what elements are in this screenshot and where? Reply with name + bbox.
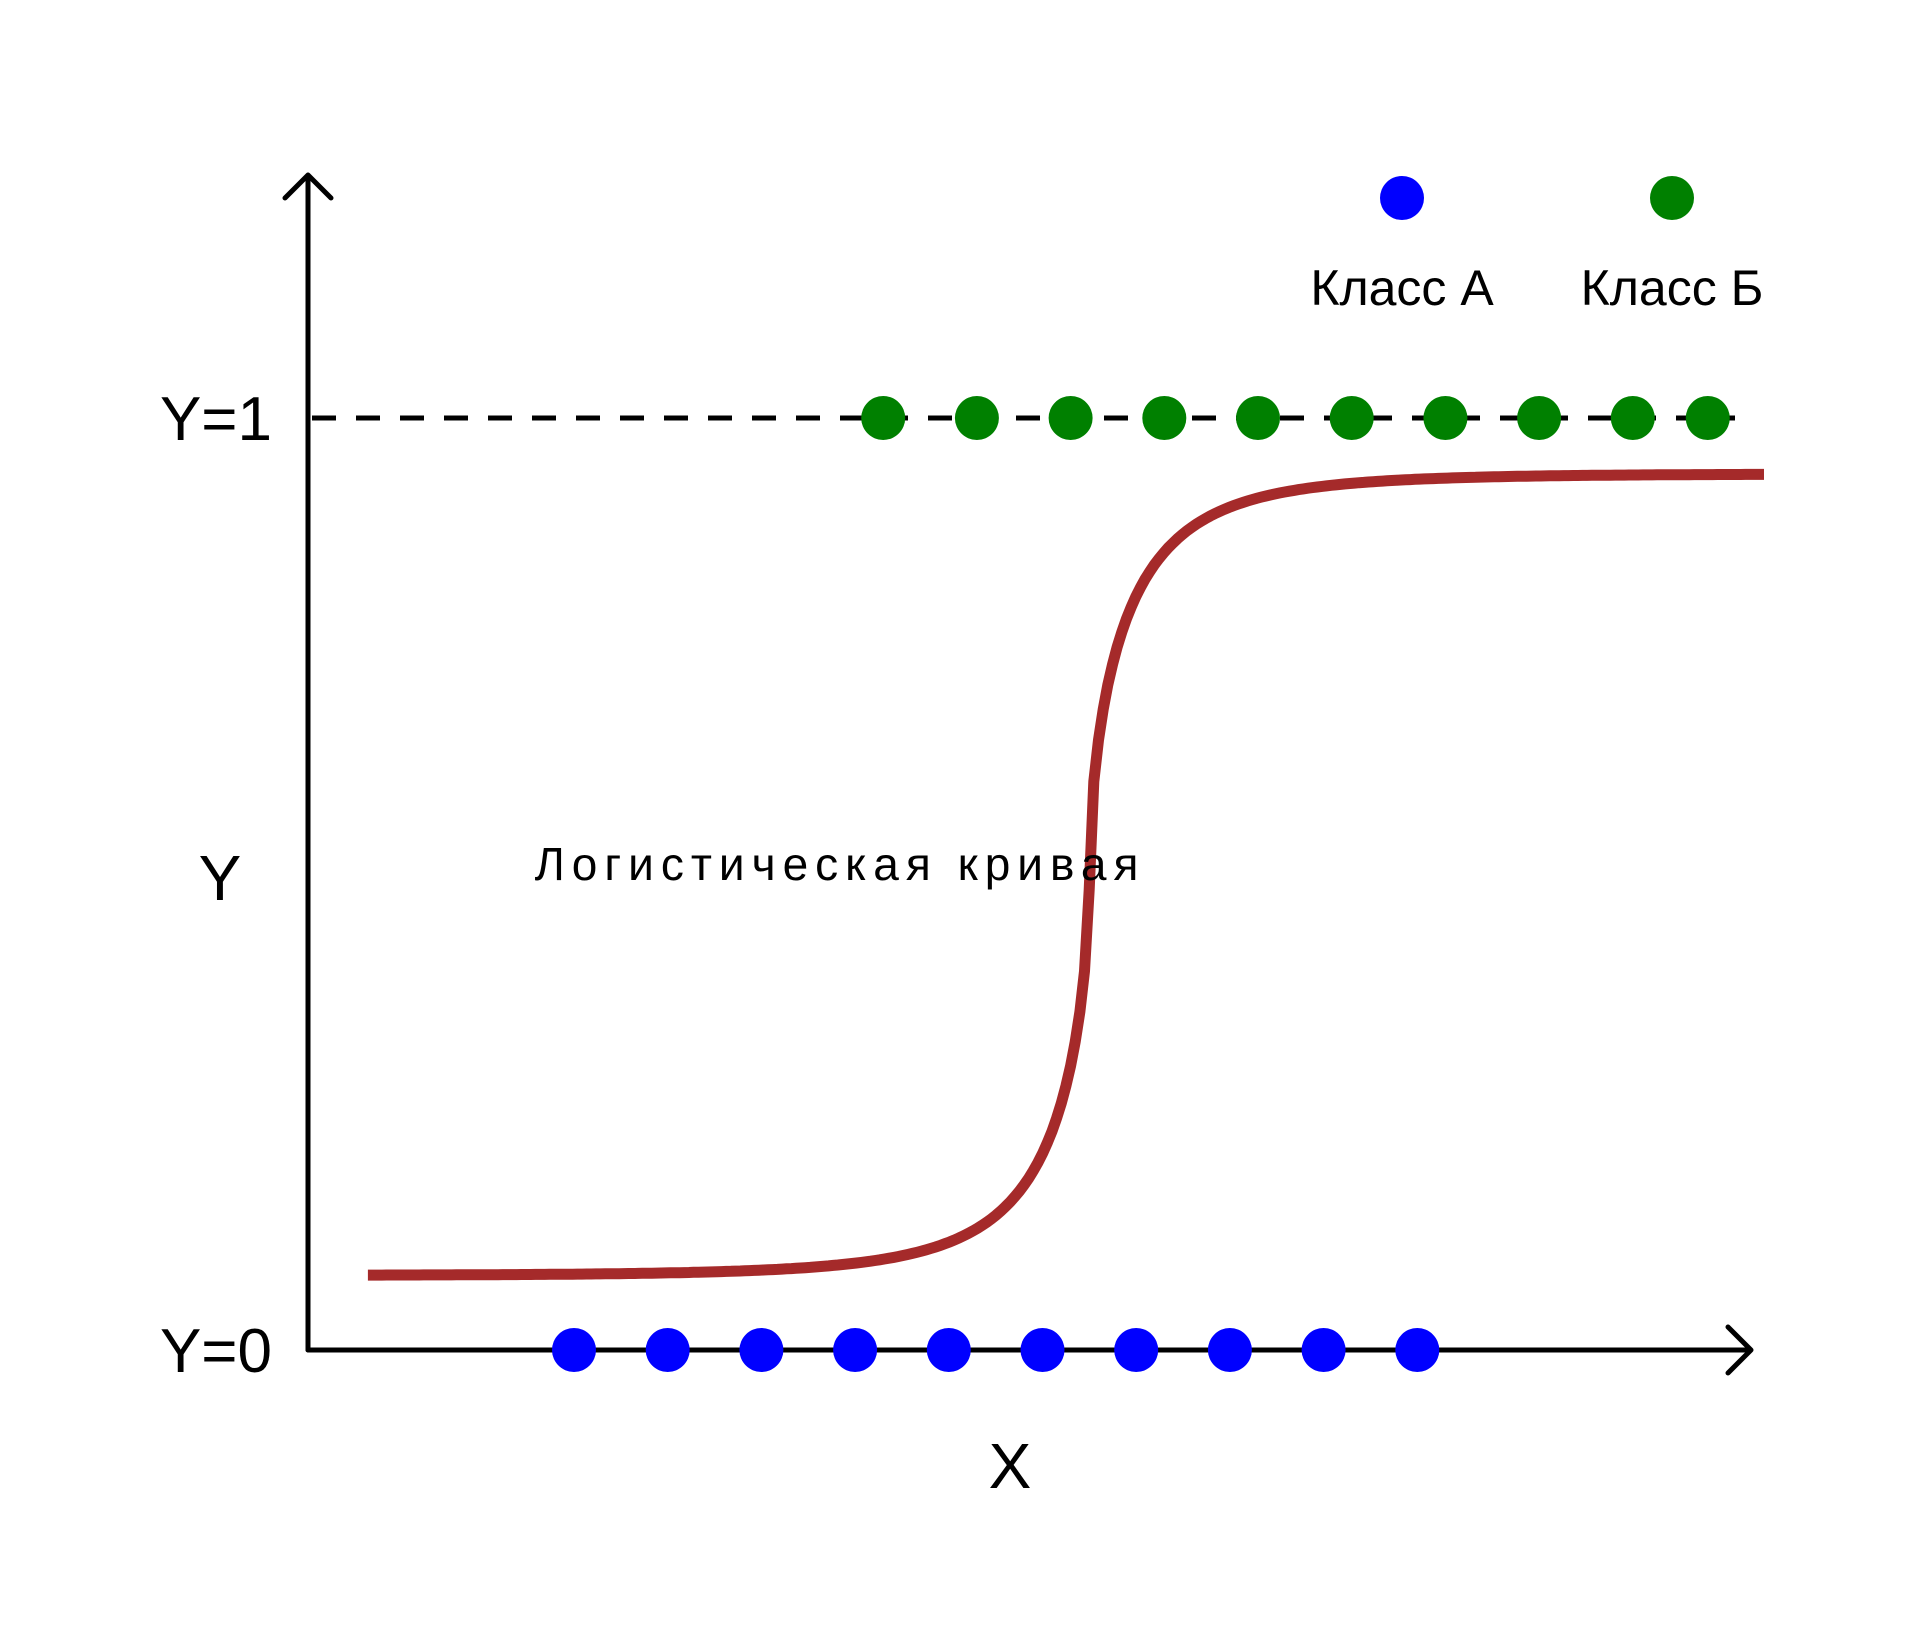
class-a-point-7	[1114, 1328, 1159, 1372]
legend-label-class-b: Класс Б	[1581, 260, 1764, 316]
x-axis-label: X	[989, 1430, 1032, 1502]
y-axis-label: Y	[199, 842, 242, 914]
class-b-point-1	[861, 396, 906, 440]
class-b-point-5	[1236, 396, 1281, 440]
class-a-point-6	[1020, 1328, 1065, 1372]
class-b-point-9	[1610, 396, 1655, 440]
class-a-point-8	[1207, 1328, 1252, 1372]
class-b-point-10	[1685, 396, 1730, 440]
class-a-point-5	[926, 1328, 971, 1372]
class-a-point-9	[1301, 1328, 1346, 1372]
legend-label-class-a: Класс А	[1310, 260, 1494, 316]
class-a-point-2	[645, 1328, 690, 1372]
data-points	[552, 396, 1730, 1372]
y-tick-label-1: Y=1	[160, 385, 272, 454]
class-a-point-4	[833, 1328, 878, 1372]
class-b-point-4	[1142, 396, 1187, 440]
class-b-point-7	[1423, 396, 1468, 440]
x-axis-arrowhead	[1725, 1324, 1754, 1376]
legend-marker-class-b	[1650, 176, 1694, 220]
curve-annotation: Логистическая кривая	[535, 838, 1146, 890]
class-b-point-8	[1517, 396, 1562, 440]
class-a-point-3	[739, 1328, 784, 1372]
logistic-curve	[367, 468, 1764, 1281]
y-axis-arrowhead	[282, 172, 334, 201]
legend-marker-class-a	[1380, 176, 1424, 220]
class-b-point-3	[1048, 396, 1093, 440]
class-b-point-6	[1329, 396, 1374, 440]
legend: Класс А Класс Б	[1310, 176, 1763, 316]
y-tick-label-0: Y=0	[160, 1317, 272, 1386]
class-b-point-2	[954, 396, 999, 440]
class-a-point-10	[1395, 1328, 1440, 1372]
class-a-point-1	[552, 1328, 596, 1372]
